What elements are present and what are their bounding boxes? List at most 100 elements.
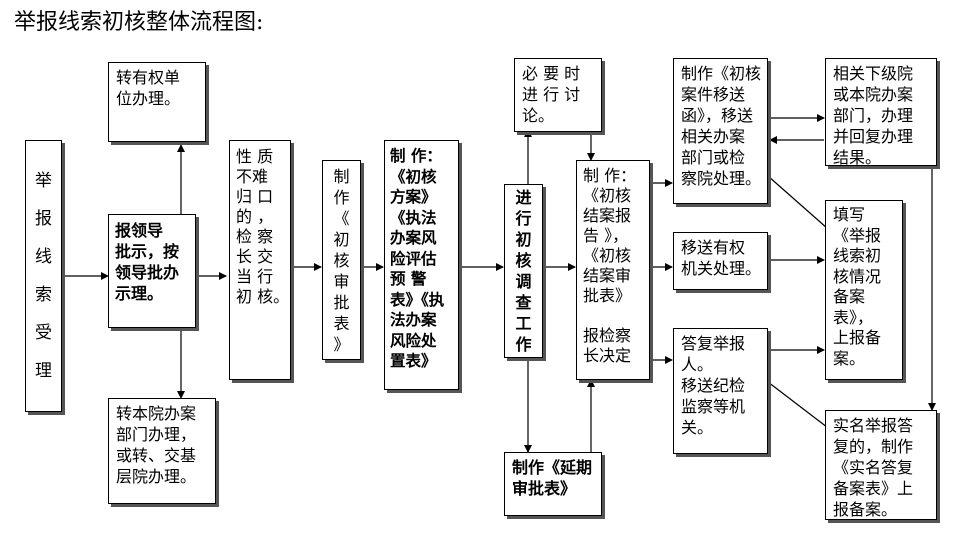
box-char: 进	[515, 188, 532, 207]
box-reply: 答复举报人。移送纪检监察等机关。	[673, 328, 768, 454]
box-transfer-local: 转本院办案部门办理， 或转、交基层院办理。	[108, 398, 216, 504]
box-line: 方案》	[390, 188, 437, 206]
box-line: 作	[333, 187, 350, 207]
box-line: 核情况	[833, 266, 882, 286]
box-line: 当 行	[236, 267, 274, 286]
box-discuss: 必 要 时进 行 讨论。	[514, 58, 602, 132]
box-line: 层院办理。	[116, 467, 197, 486]
box-line: 《初核	[583, 246, 632, 265]
box-char: 工	[515, 314, 532, 333]
box-line: 初	[333, 229, 350, 249]
box-extend-form: 制作《延期审批表》	[504, 452, 602, 516]
box-line: 位办理。	[116, 89, 181, 108]
box-line: 机关处理。	[681, 259, 762, 278]
arrow-reply-to-realname	[767, 381, 837, 435]
box-line: 表	[333, 313, 350, 333]
box-line: 归 口	[236, 187, 274, 206]
box-char: 查	[515, 293, 532, 312]
box-line: 长 交	[236, 247, 274, 266]
box-line: 表》，	[833, 307, 874, 327]
box-send-case: 制作《初核案件移送函》，移送相关办案部门或检察院处理。	[673, 58, 768, 204]
box-line: 《执法	[390, 208, 437, 227]
box-line: 移送有权	[681, 238, 746, 257]
box-line: 人。	[681, 355, 714, 374]
box-char: 初	[515, 230, 532, 249]
box-leader-instruction: 报领导批示，按领导批办示理。	[108, 214, 196, 328]
box-line: 核	[333, 250, 350, 270]
box-line: 险评估	[390, 249, 437, 268]
box-line: 或转、交基	[116, 446, 197, 465]
box-line: 长决定	[583, 346, 632, 365]
box-line: 预 警	[390, 270, 427, 288]
box-line: 函》，移送	[681, 106, 754, 125]
box-line: 转本院办案	[116, 404, 197, 423]
box-line: 报备案。	[833, 500, 898, 519]
box-line: 结案审	[583, 266, 632, 285]
box-line: 制作《延期	[512, 458, 593, 477]
box-line: 相关下级院	[833, 64, 914, 83]
box-line: 报领导	[115, 221, 164, 240]
box-line: 检 察	[236, 227, 274, 246]
box-line: 《初核	[583, 186, 632, 205]
box-line: 办案风	[390, 229, 437, 247]
box-line: 批	[333, 292, 350, 312]
box-nature-check: 性 质不难归 口的 ，检 察长 交当 行初 核。	[229, 140, 291, 380]
box-line: 论。	[522, 106, 555, 125]
box-line: 《初核	[390, 167, 437, 186]
box-line: 告 》，	[583, 226, 629, 245]
box-line: 批表》	[583, 286, 632, 305]
box-char: 作	[515, 335, 532, 354]
box-line: 上报备	[833, 328, 882, 347]
box-char: 行	[515, 209, 532, 228]
box-record-form: 填写《举报线索初核情况备案表》，上报备案。	[825, 200, 903, 380]
box-line: 示理。	[115, 284, 164, 303]
box-line: 《举报	[833, 225, 882, 245]
arrow-send-case-to-record	[767, 175, 837, 237]
box-line: 案件移送	[681, 85, 746, 104]
box-line: 必 要 时	[522, 64, 581, 83]
box-line: 进 行 讨	[522, 85, 581, 104]
box-line: 或本院办案	[833, 85, 914, 104]
box-send-authority: 移送有权机关处理。	[673, 232, 768, 290]
box-line: 答复举报	[681, 334, 746, 353]
box-line: 结果。	[833, 148, 882, 167]
box-line: 《实名答复	[833, 458, 914, 477]
box-realname-reply: 实名举报答复的，制作《实名答复备案表》上报备案。	[825, 410, 937, 520]
box-line: 《	[333, 208, 350, 228]
box-line: 置表》	[390, 352, 437, 370]
box-accept: 举报线索受理	[25, 140, 62, 412]
box-char: 举	[35, 171, 52, 191]
box-line: 察院处理。	[681, 169, 762, 188]
box-closing-report: 制 作：《初核结案报告 》，《初核结案审批表》 报检察长决定	[576, 160, 650, 380]
box-line: 表》《执	[390, 290, 445, 309]
box-line: 备案表》上	[833, 479, 914, 498]
box-plan-forms: 制 作：《初核方案》《执法办案风险评估预 警表》《执法办案风险处置表》	[384, 140, 459, 390]
box-lower-court: 相关下级院或本院办案部门，办理并回复办理结果。	[825, 58, 937, 167]
box-line: 》	[333, 334, 350, 354]
box-line: 关。	[681, 418, 714, 437]
box-line: 线索初	[833, 246, 882, 265]
box-char: 受	[35, 323, 52, 343]
box-approval-form: 制作《初核审批表》	[322, 160, 361, 360]
box-line: 案。	[833, 348, 866, 368]
box-line: 部门办理，	[116, 425, 197, 444]
box-line: 实名举报答	[833, 416, 914, 435]
box-line: 转有权单	[116, 68, 181, 87]
box-line: 性 质	[236, 147, 274, 166]
box-investigate: 进行初核调查工作	[504, 184, 543, 358]
box-line: 制	[333, 166, 350, 186]
box-transfer-right: 转有权单位办理。	[108, 62, 206, 142]
box-char: 核	[515, 251, 532, 270]
box-line: 领导批办	[115, 263, 180, 282]
box-line: 相关办案	[681, 127, 746, 146]
box-line: 部门，办理	[833, 106, 914, 125]
box-line: 初 核。	[236, 287, 290, 306]
box-line: 制 作：	[583, 166, 637, 185]
box-line: 审批表》	[512, 479, 577, 498]
box-line: 复的，制作	[833, 437, 914, 456]
box-line: 填写	[833, 205, 866, 224]
box-line: 部门或检	[681, 148, 746, 167]
box-line: 监察等机	[681, 397, 746, 416]
diagram-title: 举报线索初核整体流程图:	[14, 10, 264, 35]
